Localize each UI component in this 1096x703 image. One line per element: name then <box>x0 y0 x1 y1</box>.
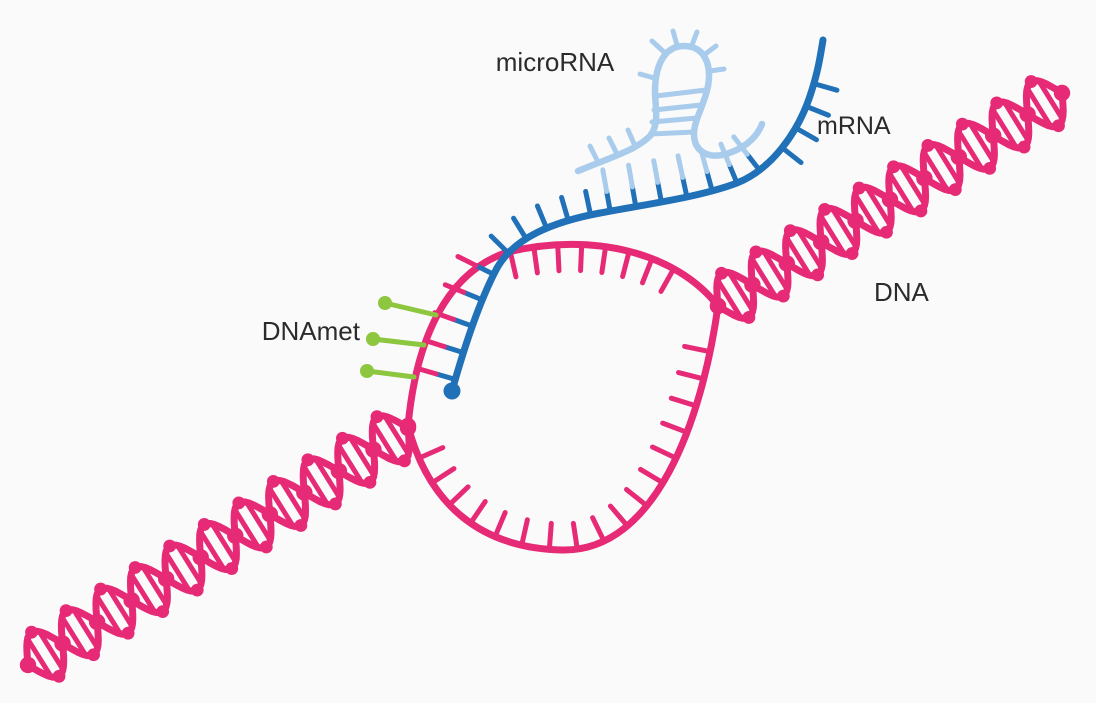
mrna-strand <box>414 36 840 400</box>
label-mrna: mRNA <box>817 112 891 140</box>
label-dnamet: DNAmet <box>262 316 361 346</box>
dna-double-helix <box>19 75 1071 683</box>
microrna-hairpin <box>574 28 766 175</box>
label-microrna: microRNA <box>496 47 615 77</box>
dna-methylation-marks <box>360 296 439 380</box>
label-dna: DNA <box>874 277 930 307</box>
